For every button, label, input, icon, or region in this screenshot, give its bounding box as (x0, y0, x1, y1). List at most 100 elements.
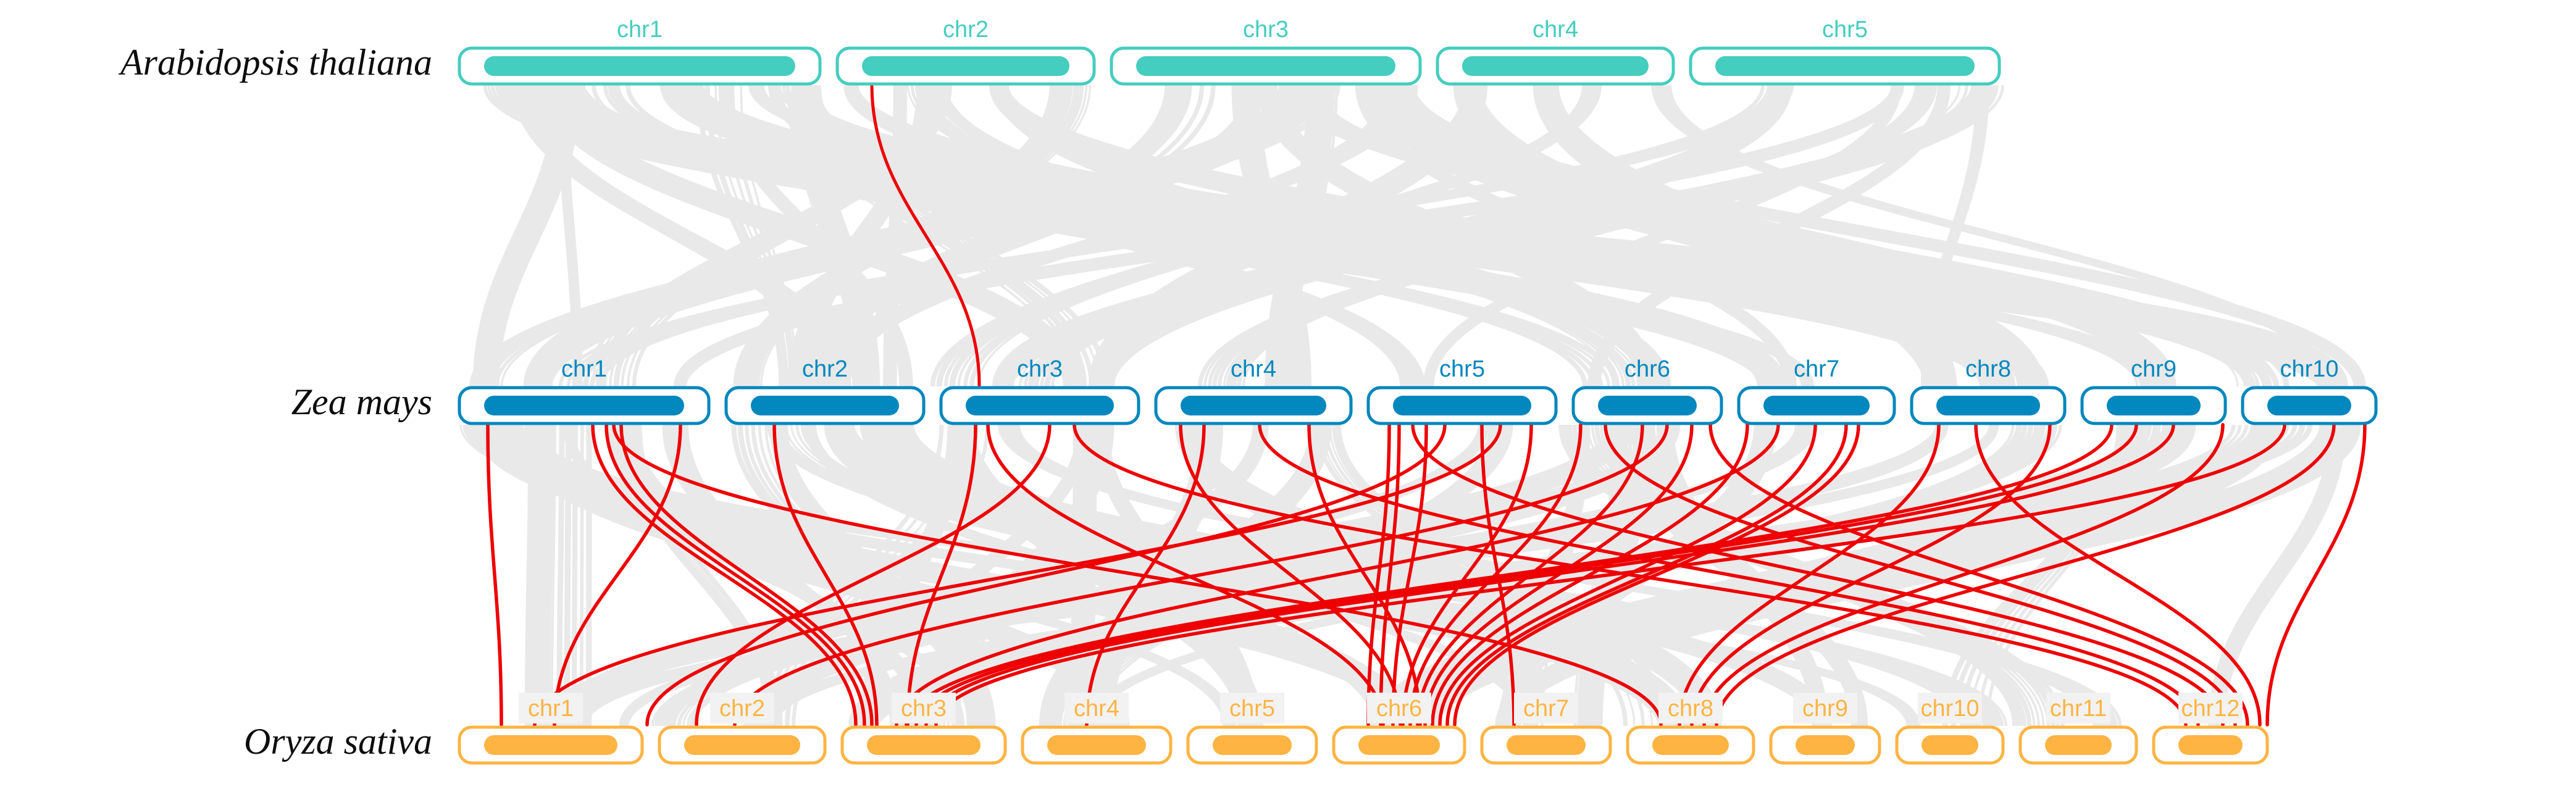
chromosome-oryza-chr2[interactable] (658, 725, 827, 765)
synteny-ribbon (947, 424, 1111, 727)
chromosome-arabidopsis-chr1[interactable] (458, 46, 822, 86)
chromosome-row-oryza (458, 725, 2269, 765)
chromosome-bar (1715, 56, 1975, 76)
chromosome-label-halo (1658, 693, 1723, 723)
chromosome-label-oryza-chr1: chr1 (528, 696, 574, 722)
chromosome-zea-chr8[interactable] (1910, 386, 2067, 425)
chromosome-label-oryza-chr10: chr10 (1920, 696, 1979, 722)
synteny-highlight-link (1453, 423, 1860, 727)
chromosome-label-oryza-chr4: chr4 (1074, 696, 1119, 722)
synteny-ribbon (633, 424, 933, 727)
chromosome-oryza-chr10[interactable] (1895, 725, 2005, 765)
synteny-ribbon (806, 424, 1690, 727)
synteny-ribbon (1092, 424, 1513, 727)
chromosome-zea-chr1[interactable] (458, 386, 711, 425)
chromosome-oryza-chr8[interactable] (1626, 725, 1755, 765)
chromosome-bar (862, 56, 1069, 76)
synteny-ribbon (1287, 85, 1335, 387)
synteny-highlight-link (1366, 423, 1391, 727)
chromosome-zea-chr3[interactable] (939, 386, 1140, 425)
synteny-ribbon (795, 85, 928, 387)
synteny-highlight-link (1702, 423, 2225, 727)
chromosome-zea-chr6[interactable] (1571, 386, 1723, 425)
chromosome-oryza-chr12[interactable] (2152, 725, 2269, 765)
chromosome-label-oryza-chr12: chr12 (2181, 696, 2239, 722)
chromosome-oryza-chr5[interactable] (1186, 725, 1318, 765)
ribbon-layer-arabidopsis-zea (469, 81, 2366, 390)
synteny-highlight-link (645, 423, 1447, 727)
chromosome-oryza-chr7[interactable] (1480, 725, 1612, 765)
chromosome-arabidopsis-chr3[interactable] (1110, 46, 1422, 86)
chromosome-arabidopsis-chr2[interactable] (835, 46, 1096, 86)
chromosome-label-oryza-chr8: chr8 (1668, 696, 1713, 722)
chromosome-label-halo (1367, 693, 1431, 723)
synteny-ribbon-band (2207, 424, 2346, 727)
synteny-highlight-link (1408, 423, 1583, 727)
synteny-highlight-link (934, 423, 2286, 727)
chromosome-label-oryza-chr5: chr5 (1229, 696, 1275, 722)
synteny-highlight-link (1708, 423, 2249, 727)
ribbon-layer-zea-oryza (459, 422, 2361, 729)
chromosome-bar (1462, 56, 1649, 76)
chromosome-arabidopsis-chr5[interactable] (1689, 46, 2001, 86)
synteny-highlight-link (1379, 423, 1401, 727)
chromosome-oryza-chr3[interactable] (840, 725, 1007, 765)
synteny-ribbon (571, 424, 579, 727)
chromosome-bar (1358, 735, 1440, 755)
synteny-highlight-link (914, 423, 2138, 727)
chromosome-oryza-chr9[interactable] (1769, 725, 1881, 765)
chromosome-bar (2107, 396, 2201, 415)
synteny-highlight-link (733, 423, 1669, 727)
chromosome-bar (2267, 396, 2351, 415)
synteny-ribbon (877, 424, 1538, 727)
synteny-ribbon-band (1423, 85, 1902, 387)
chromosome-arabidopsis-chr4[interactable] (1436, 46, 1675, 86)
synteny-highlight-link (591, 423, 858, 727)
synteny-highlight-link (1258, 423, 2200, 727)
chromosome-oryza-chr4[interactable] (1021, 725, 1173, 765)
chromosome-label-zea-chr7: chr7 (1794, 356, 1839, 382)
synteny-highlight-link (1715, 423, 2336, 727)
chromosome-label-zea-chr1: chr1 (561, 356, 607, 382)
chromosome-label-oryza-chr2: chr2 (719, 696, 765, 722)
synteny-highlight-link (924, 423, 2175, 727)
chromosome-label-arabidopsis-chr2: chr2 (943, 17, 989, 43)
chromosome-zea-chr7[interactable] (1737, 386, 1896, 425)
chromosome-bar (1393, 396, 1531, 415)
chromosome-oryza-chr11[interactable] (2018, 725, 2138, 765)
synteny-highlight-link (1690, 423, 2052, 727)
synteny-ribbon (714, 85, 789, 387)
chromosome-oryza-chr1[interactable] (458, 725, 644, 765)
chromosome-bar (1047, 735, 1146, 755)
chromosome-label-zea-chr4: chr4 (1231, 356, 1276, 382)
synteny-ribbon (792, 424, 989, 727)
label-layer: Arabidopsis thaliana chr1 chr2 chr3 chr4 chr5… (118, 17, 2339, 762)
chromosome-zea-chr10[interactable] (2241, 386, 2378, 425)
synteny-highlight-link (612, 423, 1663, 727)
chromosome-track-layer (458, 46, 2378, 765)
chromosome-zea-chr5[interactable] (1366, 386, 1558, 425)
chromosome-bar (966, 396, 1114, 415)
synteny-ribbon (839, 85, 1418, 387)
synteny-highlight-link (905, 423, 2114, 727)
chromosome-oryza-chr6[interactable] (1332, 725, 1466, 765)
chromosome-label-halo (1918, 693, 1982, 723)
synteny-ribbon (1927, 85, 1989, 387)
synteny-ribbon (942, 424, 1110, 727)
synteny-ribbon (1284, 85, 1332, 387)
synteny-ribbon (1242, 85, 1938, 387)
synteny-ribbon (799, 85, 928, 387)
synteny-ribbon (550, 424, 556, 727)
synteny-ribbon (746, 85, 1073, 387)
synteny-ribbon (766, 424, 944, 727)
synteny-ribbon (1572, 424, 2032, 727)
species-label-arabidopsis: Arabidopsis thaliana (118, 42, 432, 83)
chromosome-bar (1936, 396, 2040, 415)
chromosome-zea-chr4[interactable] (1154, 386, 1353, 425)
chromosome-zea-chr9[interactable] (2080, 386, 2227, 425)
synteny-ribbon (797, 85, 1171, 387)
chromosome-zea-chr2[interactable] (724, 386, 926, 425)
chromosome-label-arabidopsis-chr5: chr5 (1822, 17, 1868, 43)
chromosome-label-arabidopsis-chr3: chr3 (1243, 17, 1289, 43)
chromosome-label-halo (1064, 693, 1129, 723)
